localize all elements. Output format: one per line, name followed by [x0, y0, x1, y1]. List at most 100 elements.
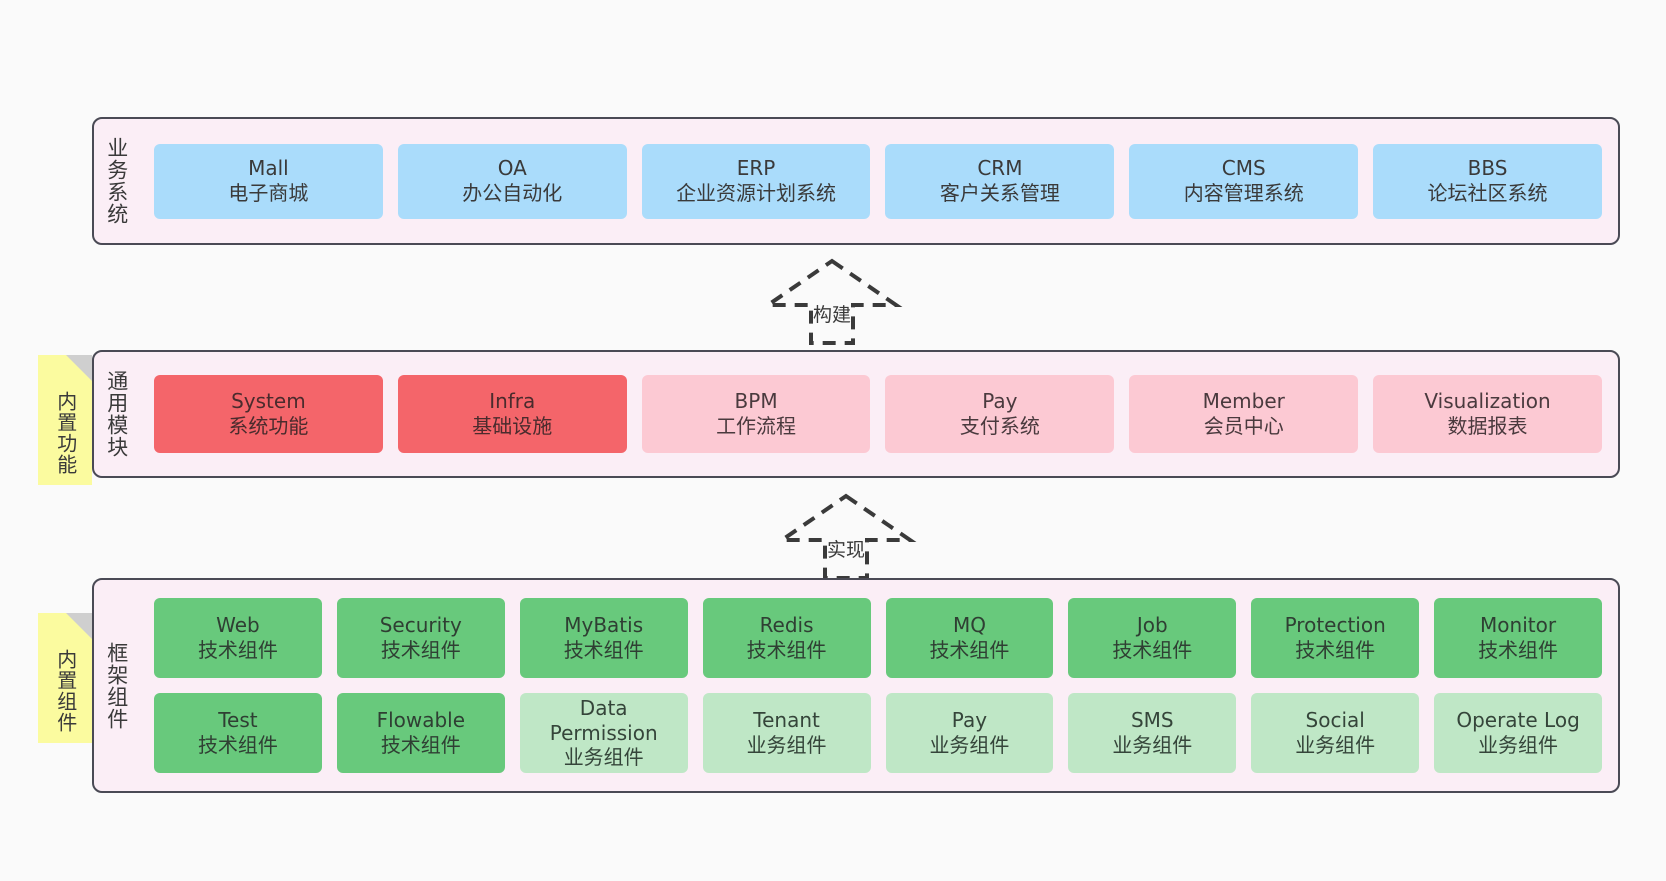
- card-title: Monitor: [1480, 613, 1557, 638]
- note-builtin-components: 内置组件: [38, 613, 92, 743]
- layer-title-framework-components: 框架组件: [104, 641, 129, 730]
- card-title: Data Permission: [549, 695, 658, 745]
- card-subtitle: 基础设施: [472, 414, 553, 438]
- card-title: Test: [218, 708, 258, 733]
- card-title: Social: [1305, 708, 1365, 733]
- card-title: Mall: [248, 156, 289, 181]
- card-title: Tenant: [753, 708, 820, 733]
- layer-title-common-modules: 通用模块: [104, 370, 129, 458]
- arrow-implement-glyph: [775, 493, 917, 580]
- card-title: System: [231, 389, 306, 414]
- arrow-build: 构建: [756, 255, 908, 347]
- note-builtin-features: 内置功能: [38, 355, 92, 485]
- card-title: Protection: [1284, 613, 1386, 638]
- card-title: Flowable: [376, 708, 466, 733]
- note-fold-corner-icon: [66, 613, 92, 639]
- card-title: Operate Log: [1456, 708, 1580, 733]
- arrow-implement: 实现: [770, 490, 922, 582]
- card-subtitle: 技术组件: [197, 733, 278, 757]
- card-subtitle: 业务组件: [563, 745, 644, 770]
- card-subtitle: 业务组件: [1478, 733, 1559, 757]
- note-fold-corner-icon: [66, 355, 92, 381]
- card-title: Web: [216, 613, 260, 638]
- card-subtitle: 内容管理系统: [1183, 181, 1304, 205]
- note-builtin-features-label: 内置功能: [53, 391, 78, 475]
- card-title: CRM: [977, 156, 1023, 181]
- card-title: MQ: [952, 613, 986, 638]
- arrow-build-glyph: [761, 258, 903, 345]
- card-subtitle: 业务组件: [929, 733, 1010, 757]
- card-title: MyBatis: [564, 613, 644, 638]
- card-subtitle: 技术组件: [929, 638, 1010, 662]
- card-subtitle: 办公自动化: [462, 181, 563, 205]
- card-subtitle: 业务组件: [1295, 733, 1376, 757]
- card-subtitle: 数据报表: [1447, 414, 1528, 438]
- card-subtitle: 技术组件: [380, 638, 461, 662]
- layer-title-business-systems: 业务系统: [104, 137, 129, 225]
- card-subtitle: 企业资源计划系统: [676, 181, 837, 205]
- card-subtitle: 论坛社区系统: [1427, 181, 1548, 205]
- card-title: Redis: [759, 613, 814, 638]
- card-subtitle: 工作流程: [716, 414, 797, 438]
- card-title: Infra: [489, 389, 536, 414]
- card-subtitle: 技术组件: [746, 638, 827, 662]
- card-subtitle: 业务组件: [746, 733, 827, 757]
- card-subtitle: 技术组件: [197, 638, 278, 662]
- card-subtitle: 技术组件: [380, 733, 461, 757]
- card-title: Member: [1202, 389, 1285, 414]
- card-title: BPM: [734, 389, 778, 414]
- card-title: Job: [1136, 613, 1168, 638]
- card-title: Visualization: [1424, 389, 1551, 414]
- card-subtitle: 技术组件: [563, 638, 644, 662]
- card-subtitle: 电子商城: [228, 181, 309, 205]
- card-title: BBS: [1467, 156, 1508, 181]
- card-subtitle: 技术组件: [1112, 638, 1193, 662]
- note-builtin-components-label: 内置组件: [53, 649, 78, 733]
- card-subtitle: 客户关系管理: [939, 181, 1060, 205]
- card-subtitle: 技术组件: [1478, 638, 1559, 662]
- card-title: Pay: [982, 389, 1018, 414]
- card-title: CMS: [1221, 156, 1266, 181]
- card-title: Security: [379, 613, 462, 638]
- card-subtitle: 技术组件: [1295, 638, 1376, 662]
